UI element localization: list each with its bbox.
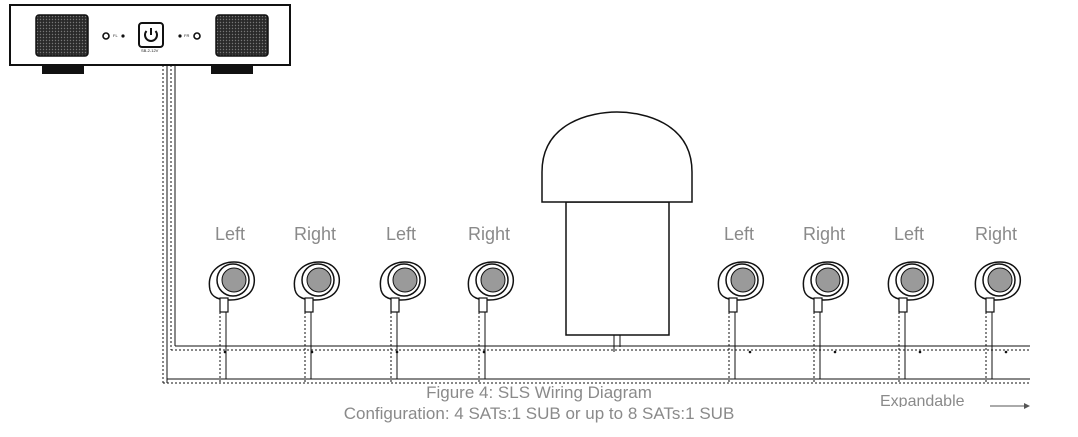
- speaker-1-icon: [208, 261, 256, 383]
- speaker-8-icon: [974, 261, 1022, 383]
- speaker-label-4: Right: [467, 224, 511, 244]
- left-indicator-label: FL: [113, 33, 118, 38]
- power-label: SB-2-12V: [141, 48, 159, 53]
- speaker-label-1: Left: [214, 224, 246, 244]
- speaker-3-icon: [379, 261, 427, 383]
- subwoofer: [541, 111, 693, 352]
- speaker-label-2: Right: [293, 224, 337, 244]
- speaker-label-8: Right: [974, 224, 1018, 244]
- speaker-7-icon: [887, 261, 935, 383]
- speaker-6-icon: [802, 261, 850, 383]
- speaker-label-6: Right: [802, 224, 846, 244]
- speaker-label-5: Left: [723, 224, 755, 244]
- right-indicator-label: FR: [184, 33, 190, 38]
- left-indicator-icon: [102, 32, 110, 40]
- speaker-label-3: Left: [385, 224, 417, 244]
- power-icon: [144, 30, 158, 42]
- figure-title: Figure 4: SLS Wiring Diagram: [426, 383, 652, 402]
- left-foot: [42, 65, 84, 74]
- expandable-label: Expandable: [880, 393, 965, 407]
- right-speaker-grille: [215, 14, 269, 57]
- speaker-4-icon: [467, 261, 515, 383]
- right-indicator-icon: [193, 32, 201, 40]
- right-foot: [211, 65, 253, 74]
- speaker-5-icon: [717, 261, 765, 383]
- speaker-label-7: Left: [893, 224, 925, 244]
- amplifier: [9, 4, 291, 74]
- expandable-arrow-icon: [990, 403, 1030, 409]
- speakers: [208, 261, 1022, 383]
- speaker-2-icon: [293, 261, 341, 383]
- left-speaker-grille: [35, 14, 89, 57]
- figure-subtitle: Configuration: 4 SATs:1 SUB or up to 8 S…: [343, 404, 735, 423]
- wire-junctions: [223, 350, 1008, 354]
